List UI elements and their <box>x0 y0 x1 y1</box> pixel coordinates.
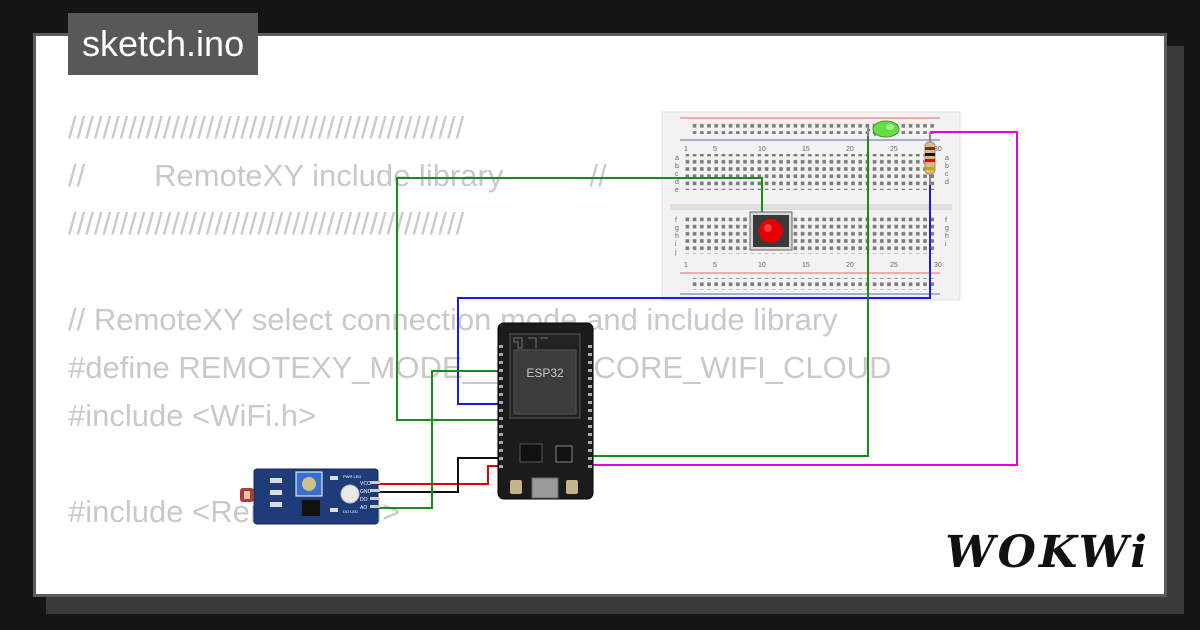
row-letter: h <box>945 233 949 240</box>
column-number: 20 <box>846 262 854 269</box>
esp32-left-pins <box>499 345 503 468</box>
row-letter: c <box>945 171 949 178</box>
row-letter: d <box>945 179 949 186</box>
column-number: 20 <box>846 146 854 153</box>
boot-button[interactable] <box>510 480 522 494</box>
led-green[interactable] <box>867 120 900 138</box>
wire-sensor-ao[interactable] <box>377 370 506 509</box>
pushbutton[interactable] <box>749 211 793 251</box>
light-sensor-module[interactable]: PWR LED DO LED VCC GND DO AO <box>240 468 380 525</box>
esp32-right-pins <box>588 345 592 468</box>
code-editor: ////////////////////////////////////////… <box>68 104 892 594</box>
sensor-pin-label: DO <box>360 497 368 503</box>
wire-resistor-signal[interactable] <box>586 131 1018 466</box>
esp32-board[interactable]: ESP32 <box>497 322 594 500</box>
sensor-pin-label: AO <box>360 505 367 511</box>
wokwi-logo: WOKWi <box>945 527 1150 578</box>
column-number: 15 <box>802 146 810 153</box>
column-number: 25 <box>890 146 898 153</box>
sensor-pin-label: VCC <box>360 481 371 487</box>
row-letter: e <box>675 187 679 194</box>
column-number: 10 <box>758 146 766 153</box>
row-letter: h <box>675 233 679 240</box>
row-letter: b <box>945 163 949 170</box>
column-number: 10 <box>758 262 766 269</box>
sensor-led-label: PWR LED <box>343 474 361 479</box>
wire-sensor-vcc[interactable] <box>377 465 506 485</box>
wire-resistor-gnd[interactable] <box>457 185 931 405</box>
wires <box>377 129 1018 509</box>
column-number: 5 <box>713 262 717 269</box>
code-line: // RemoteXY connection settings <box>68 584 892 594</box>
row-letter: c <box>675 171 679 178</box>
code-line: // RemoteXY select connection mode and i… <box>68 302 838 337</box>
potentiometer[interactable] <box>295 471 323 497</box>
row-letter: b <box>675 163 679 170</box>
terminal-strip-bottom <box>683 216 937 254</box>
column-number: 15 <box>802 262 810 269</box>
wire-button-signal[interactable] <box>396 177 763 421</box>
row-letter: f <box>945 217 947 224</box>
sensor-led-label: DO LED <box>343 509 358 514</box>
code-line: ////////////////////////////////////////… <box>68 110 465 145</box>
column-number: 1 <box>684 262 688 269</box>
column-number: 25 <box>890 262 898 269</box>
sensor-pin-label: GND <box>360 489 372 495</box>
usb-port <box>531 477 559 499</box>
resistor[interactable] <box>924 132 936 185</box>
code-viewport: ////////////////////////////////////////… <box>36 36 1164 594</box>
breadboard[interactable]: 1 5 10 15 20 25 30 1 5 10 15 20 25 30 a … <box>661 111 961 301</box>
sketch-filename-tab[interactable]: sketch.ino <box>68 13 259 75</box>
code-line: #include <WiFi.h> <box>68 398 317 433</box>
row-letter: d <box>675 179 679 186</box>
row-letter: a <box>945 155 949 162</box>
code-line: // RemoteXY include library // <box>68 158 607 193</box>
code-line: ////////////////////////////////////////… <box>68 206 465 241</box>
row-letter: i <box>945 241 947 248</box>
row-letter: i <box>675 241 677 248</box>
column-number: 30 <box>934 146 942 153</box>
esp32-module <box>513 349 577 415</box>
wire-sensor-gnd[interactable] <box>377 457 506 493</box>
row-letter: g <box>675 225 679 232</box>
row-letter: j <box>674 249 677 256</box>
reset-button[interactable] <box>566 480 578 494</box>
row-letter: g <box>945 225 949 232</box>
column-number: 30 <box>934 262 942 269</box>
column-number: 1 <box>684 146 688 153</box>
power-rail-bottom <box>690 278 934 290</box>
terminal-strip-top <box>683 154 937 190</box>
row-letter: a <box>675 155 679 162</box>
row-letter: f <box>675 217 677 224</box>
esp32-label: ESP32 <box>526 366 564 380</box>
column-number: 5 <box>713 146 717 153</box>
center-channel <box>670 204 952 210</box>
button-cap[interactable] <box>759 219 783 243</box>
preview-canvas <box>33 33 1167 597</box>
